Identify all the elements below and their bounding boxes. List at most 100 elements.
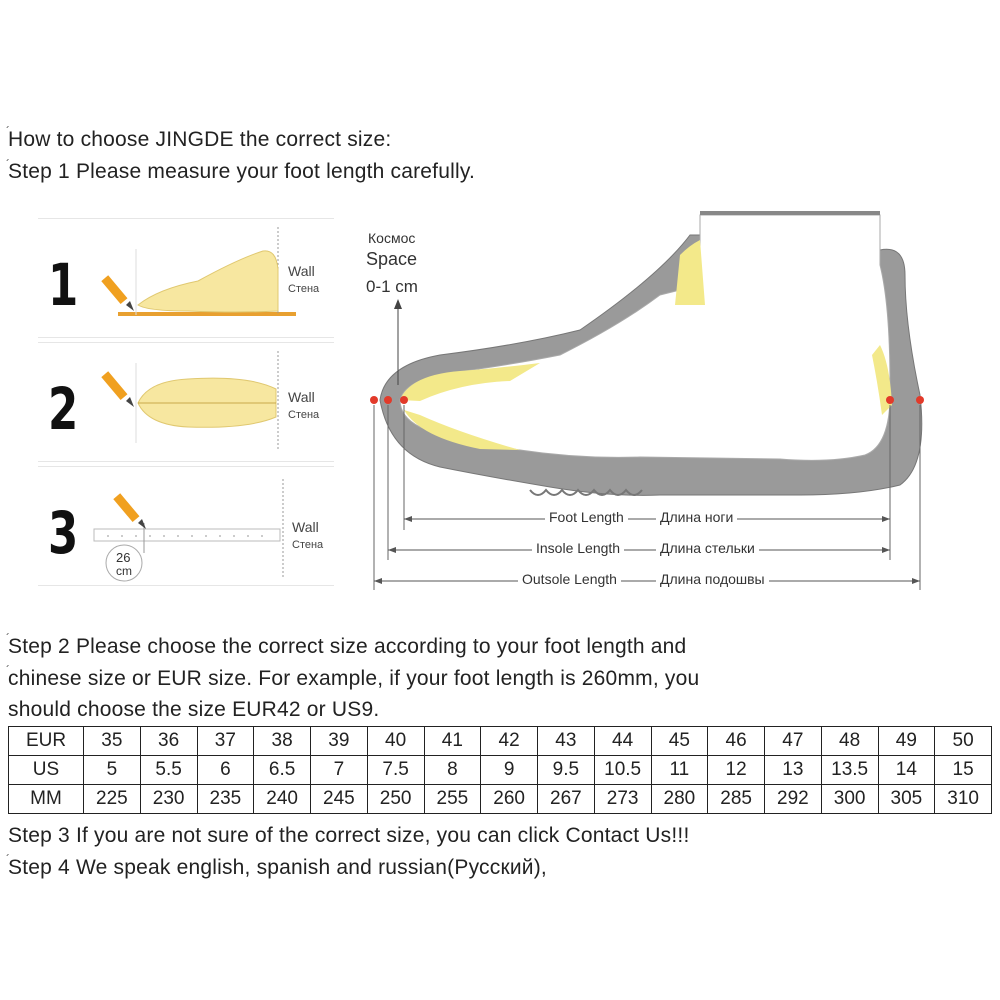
marker-dot [370, 396, 378, 404]
size-cell: 10.5 [593, 755, 652, 785]
tick-mark: ´ [6, 663, 10, 677]
size-cell: 255 [423, 784, 482, 814]
space-label-ru: Космос [368, 230, 416, 246]
size-cell: 6.5 [253, 755, 311, 785]
marker-dot [400, 396, 408, 404]
foot-side-illustration [101, 227, 296, 316]
step4-text: Step 4 We speak english, spanish and rus… [8, 856, 547, 879]
tick-mark: ´ [6, 124, 10, 138]
size-cell: 305 [877, 784, 936, 814]
size-cell: 310 [934, 784, 992, 814]
step-number: 1 [48, 251, 79, 319]
size-cell: 273 [593, 784, 652, 814]
marker-dot [886, 396, 894, 404]
size-cell: 235 [196, 784, 255, 814]
insole-length-label-ru: Длина стельки [656, 540, 759, 556]
size-cell: 300 [820, 784, 879, 814]
size-cell: 36 [139, 726, 198, 756]
insole-length-label: Insole Length [532, 540, 625, 556]
wall-label: Wall [292, 519, 319, 535]
pencil-icon [113, 493, 146, 529]
foot-top-illustration [101, 351, 279, 451]
tick-mark: ´ [6, 631, 10, 645]
size-cell: 43 [537, 726, 595, 756]
size-cell: 15 [934, 755, 992, 785]
size-cell: 5 [83, 755, 141, 785]
size-cell: 245 [310, 784, 368, 814]
size-cell: 40 [366, 726, 425, 756]
size-cell: 230 [139, 784, 198, 814]
outsole-length-label-ru: Длина подошвы [656, 571, 769, 587]
size-cell: 250 [366, 784, 425, 814]
measure-step-2: 2 Wall Стена [38, 342, 334, 462]
pencil-icon [101, 275, 134, 311]
size-cell: 292 [764, 784, 822, 814]
size-cell: 9 [480, 755, 538, 785]
pencil-icon [101, 371, 134, 407]
step-number: 3 [48, 499, 79, 567]
size-cell: 42 [480, 726, 538, 756]
size-cell: 260 [480, 784, 538, 814]
step2-line3: should choose the size EUR42 or US9. [8, 698, 380, 721]
wall-label-ru: Стена [288, 409, 320, 421]
measure-step-3: 3 26 cm Wall Стена [38, 466, 334, 586]
size-cell: 285 [707, 784, 765, 814]
marker-dot [916, 396, 924, 404]
ruler-reading-bubble [105, 544, 143, 582]
size-cell: 50 [934, 726, 992, 756]
step1-text: Step 1 Please measure your foot length c… [8, 160, 476, 183]
size-cell: 35 [83, 726, 141, 756]
size-cell: 39 [310, 726, 368, 756]
size-cell: 5.5 [139, 755, 198, 785]
size-cell: 9.5 [537, 755, 595, 785]
tick-mark: ´ [6, 157, 10, 171]
size-cell: 47 [764, 726, 822, 756]
outsole-length-label: Outsole Length [518, 571, 621, 587]
size-cell: 7.5 [366, 755, 425, 785]
heading: How to choose JINGDE the correct size: [8, 128, 392, 151]
size-cell: 48 [820, 726, 879, 756]
step2-line1: Step 2 Please choose the correct size ac… [8, 635, 687, 658]
tick-mark: ´ [6, 852, 10, 866]
size-cell: 8 [423, 755, 482, 785]
wall-label-ru: Стена [288, 283, 320, 295]
size-cell: 267 [537, 784, 595, 814]
size-cell: 225 [83, 784, 141, 814]
size-row-label: MM [8, 784, 84, 814]
size-cell: 49 [877, 726, 936, 756]
size-row-label: EUR [8, 726, 84, 756]
size-cell: 37 [196, 726, 255, 756]
step-number: 2 [48, 375, 79, 443]
foot-length-label: Foot Length [545, 509, 628, 525]
size-cell: 12 [707, 755, 765, 785]
size-cell: 14 [877, 755, 936, 785]
step3-text: Step 3 If you are not sure of the correc… [8, 824, 690, 847]
ruler-value: 26 [116, 550, 131, 565]
size-cell: 7 [310, 755, 368, 785]
size-cell: 13 [764, 755, 822, 785]
size-cell: 11 [650, 755, 709, 785]
measure-steps-panel: 1 Wall Стена 2 Wall Стена [38, 212, 338, 592]
marker-dot [384, 396, 392, 404]
ruler-unit: cm [116, 564, 132, 578]
space-range: 0-1 cm [366, 277, 418, 296]
foot-length-label-ru: Длина ноги [656, 509, 738, 525]
shoe-cross-section-diagram [370, 211, 924, 590]
size-row-label: US [8, 755, 84, 785]
size-cell: 38 [253, 726, 311, 756]
wall-label-ru: Стена [292, 539, 324, 551]
size-cell: 41 [423, 726, 482, 756]
space-label: Space [366, 249, 418, 269]
step2-line2: chinese size or EUR size. For example, i… [8, 667, 700, 690]
wall-label: Wall [288, 389, 315, 405]
size-cell: 6 [196, 755, 255, 785]
size-cell: 13.5 [820, 755, 879, 785]
wall-label: Wall [288, 263, 315, 279]
size-cell: 44 [593, 726, 652, 756]
measure-step-1: 1 Wall Стена [38, 218, 334, 338]
ruler-illustration [93, 479, 284, 582]
